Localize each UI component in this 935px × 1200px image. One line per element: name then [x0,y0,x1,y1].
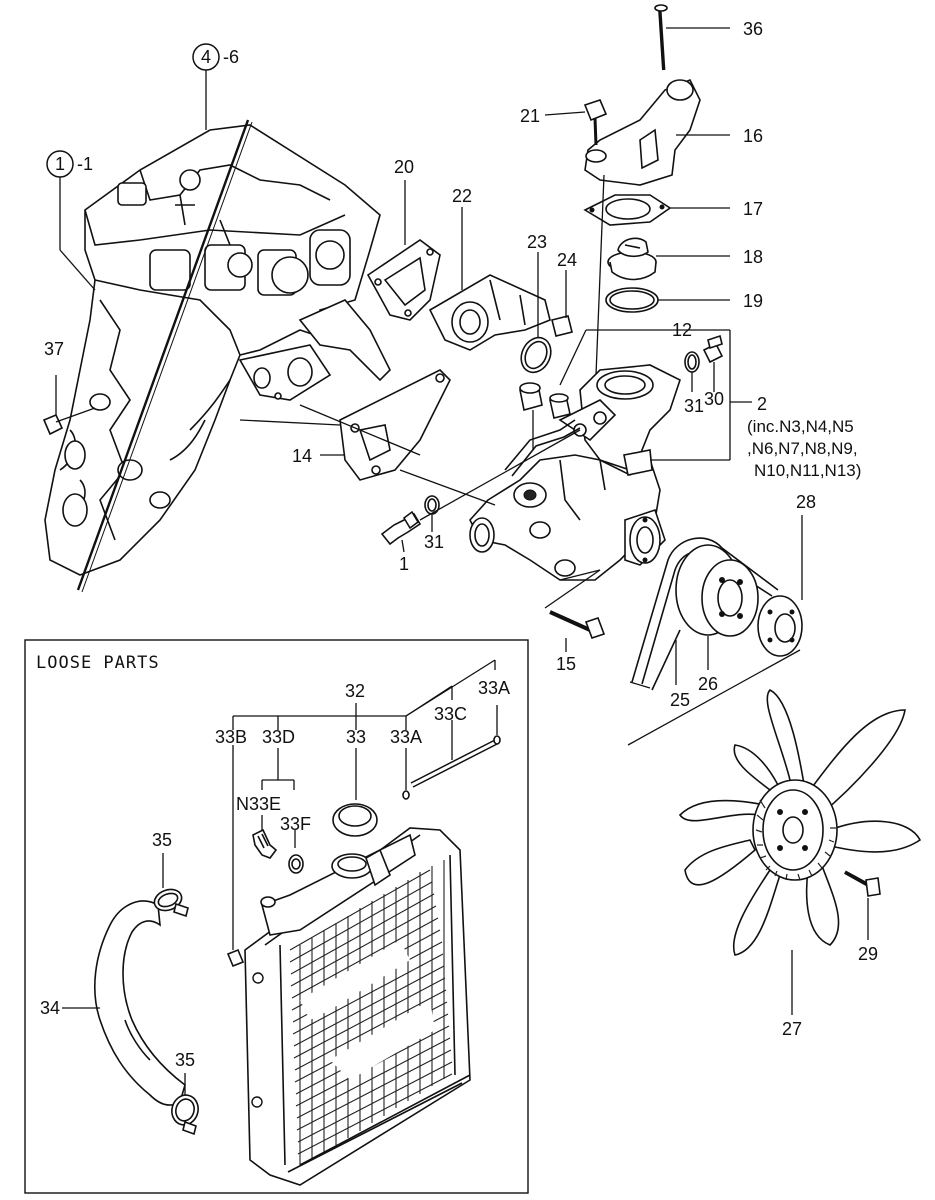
ref-line-b [399,469,496,506]
ref-circle-1: 1 -1 [46,150,96,291]
label-27: 27 [782,1019,802,1039]
label-33b: 33B [215,727,247,747]
label-25: 25 [670,690,690,710]
label-2: 2 [757,394,767,414]
note-line-1: (inc.N3,N4,N5 [747,417,854,436]
ref-line-a [239,419,341,426]
label-33a: 33A [390,727,422,747]
elbow-22 [428,207,551,351]
spacer-28 [757,515,803,657]
label-33c: 33C [434,704,467,724]
label-14: 14 [292,446,312,466]
ref-line-f [544,569,601,609]
callout-labels: 36 16 21 17 18 19 20 22 23 24 12 31 30 2… [36,19,878,1070]
label-12: 12 [672,320,692,340]
label-23: 23 [527,232,547,252]
label-24: 24 [557,250,577,270]
label-33f: 33F [280,814,311,834]
outlet-16 [584,78,730,186]
overflow-tube-33c [402,735,501,800]
bracket-12-2 [559,329,752,461]
label-20: 20 [394,157,414,177]
label-37: 37 [44,339,64,359]
label-28: 28 [796,492,816,512]
water-pump-body [469,364,681,581]
bolt-36 [654,4,730,71]
hose-34 [62,900,186,1106]
label-33a-top: 33A [478,678,510,698]
label-15: 15 [556,654,576,674]
drain-plug-n33e [252,828,278,859]
bolt-21 [544,99,608,146]
fittings [519,382,571,450]
bolt-15 [549,609,606,652]
ref-line-e [559,569,601,581]
label-31-lower: 31 [424,532,444,552]
gasket-20 [366,180,441,321]
washer-33f [288,854,304,874]
engine-block-drawing [44,119,391,593]
label-19: 19 [743,291,763,311]
label-1: 1 [399,554,409,574]
label-n33e: N33E [236,794,281,814]
label-22: 22 [452,186,472,206]
loose-parts-box [24,639,529,1194]
gasket-17 [583,194,730,226]
bolt-29 [844,869,881,940]
ref4-suffix: -6 [223,47,239,67]
ref-line-d [419,429,581,521]
oring-31-upper [684,351,700,392]
ref1-suffix: -1 [77,154,93,174]
label-16: 16 [743,126,763,146]
label-18: 18 [743,247,763,267]
ref1-number: 1 [55,154,65,174]
oring-19 [605,287,730,313]
label-36: 36 [743,19,763,39]
loose-parts-title: LOOSE PARTS [36,653,160,673]
radiator-cap-33 [332,803,378,837]
ref-line-fan [627,649,801,746]
thermostat-18 [607,237,730,281]
bolt-37 [42,375,96,436]
oring-31-lower [424,495,440,532]
pulley-26 [675,544,759,670]
ref-circle-4: 4 -6 [192,43,239,130]
hose-clamp-35-top [153,853,189,918]
oring-23 [520,252,552,374]
small-plug-33b [226,948,245,968]
label-35-bottom: 35 [175,1050,195,1070]
sensor-1 [380,510,422,553]
label-30: 30 [704,389,724,409]
ref4-number: 4 [201,47,211,67]
label-34: 34 [40,998,60,1018]
label-33: 33 [346,727,366,747]
label-33d: 33D [262,727,295,747]
hose-clamp-35-bottom [171,1073,199,1136]
label-32: 32 [345,681,365,701]
note-line-2: ,N6,N7,N8,N9, [747,439,858,458]
note-line-3: N10,N11,N13) [754,461,861,480]
label-29: 29 [858,944,878,964]
guide-line [595,174,605,376]
label-35-top: 35 [152,830,172,850]
radiator [244,827,471,1186]
label-21: 21 [520,106,540,126]
fan-27 [678,689,922,1015]
leader-tree-32 [232,659,498,950]
plug-30 [702,334,724,392]
manifold-gasket [238,344,332,401]
label-31-upper: 31 [684,396,704,416]
ref-line-c [299,404,421,456]
bolt-24 [551,270,573,337]
label-26: 26 [698,674,718,694]
gasket-14 [320,369,451,481]
label-17: 17 [743,199,763,219]
